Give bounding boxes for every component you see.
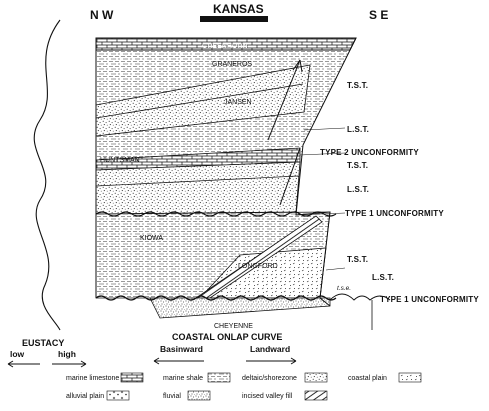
onlap-landward: Landward bbox=[250, 344, 290, 354]
legend-label-5: fluvial bbox=[163, 393, 181, 400]
legend-swatch-marine-limestone bbox=[120, 372, 144, 383]
scale-bar bbox=[200, 16, 268, 22]
tse-label: t.s.e. bbox=[337, 285, 351, 292]
lst-2: L.S.T. bbox=[347, 185, 369, 194]
legend-swatch-deltaic-shorezone bbox=[304, 372, 328, 383]
label-huntsman: HUNTSMAN bbox=[100, 157, 140, 164]
eustacy-title: EUSTACY bbox=[22, 338, 64, 348]
label-greenhorn: GREENHORN bbox=[202, 43, 248, 50]
cheyenne-fluvial bbox=[149, 297, 331, 319]
lst-3: L.S.T. bbox=[372, 273, 394, 282]
compass-nw: N W bbox=[90, 8, 114, 22]
legend-label-6: incised valley fill bbox=[242, 393, 293, 400]
label-graneros: GRANEROS bbox=[212, 61, 252, 68]
label-jansen: JANSEN bbox=[224, 99, 252, 106]
legend-swatch-marine-shale bbox=[207, 372, 231, 383]
label-kiowa: KIOWA bbox=[140, 235, 163, 242]
label-cheyenne: CHEYENNE bbox=[214, 323, 253, 330]
high-arrow-icon bbox=[52, 360, 87, 368]
legend-label-0: marine limestone bbox=[66, 375, 119, 382]
compass-se: S E bbox=[369, 8, 388, 22]
tst-1: T.S.T. bbox=[347, 81, 368, 90]
lst-1: L.S.T. bbox=[347, 125, 369, 134]
label-longford: LONGFORD bbox=[238, 263, 278, 270]
low-arrow-icon bbox=[7, 360, 40, 368]
axis-captions: EUSTACY low high COASTAL ONLAP CURVE Bas… bbox=[7, 332, 297, 368]
eustacy-low: low bbox=[10, 349, 25, 359]
systems-tract-labels: T.S.T. L.S.T. TYPE 2 UNCONFORMITY T.S.T.… bbox=[320, 81, 479, 304]
tst-2: T.S.T. bbox=[347, 161, 368, 170]
legend-swatch-fluvial bbox=[187, 390, 211, 401]
lowstand-deltaic bbox=[95, 161, 301, 215]
legend-label-3: coastal plain bbox=[348, 375, 387, 382]
type1-unconformity-upper: TYPE 1 UNCONFORMITY bbox=[345, 209, 444, 218]
type1-unconformity-lower: TYPE 1 UNCONFORMITY bbox=[380, 295, 479, 304]
onlap-basinward: Basinward bbox=[160, 344, 203, 354]
tst-3: T.S.T. bbox=[347, 255, 368, 264]
eustacy-high: high bbox=[58, 349, 76, 359]
legend-swatch-incised-valley-fill bbox=[304, 390, 328, 401]
legend-label-4: alluvial plain bbox=[66, 393, 104, 400]
legend-label-1: marine shale bbox=[163, 375, 203, 382]
eustacy-curve bbox=[33, 19, 61, 331]
basinward-arrow-icon bbox=[153, 357, 204, 365]
type2-unconformity: TYPE 2 UNCONFORMITY bbox=[320, 148, 419, 157]
cross-section: GREENHORN GRANEROS JANSEN HUNTSMAN KIOWA… bbox=[95, 37, 391, 330]
legend-swatch-coastal-plain bbox=[398, 372, 422, 383]
legend-swatch-alluvial-plain bbox=[106, 390, 130, 401]
landward-arrow-icon bbox=[246, 357, 297, 365]
lithology-legend: marine limestone marine shale deltaic/sh… bbox=[66, 372, 422, 401]
onlap-title: COASTAL ONLAP CURVE bbox=[172, 332, 282, 342]
page-title: KANSAS bbox=[213, 2, 264, 16]
legend-label-2: deltaic/shorezone bbox=[242, 375, 297, 382]
